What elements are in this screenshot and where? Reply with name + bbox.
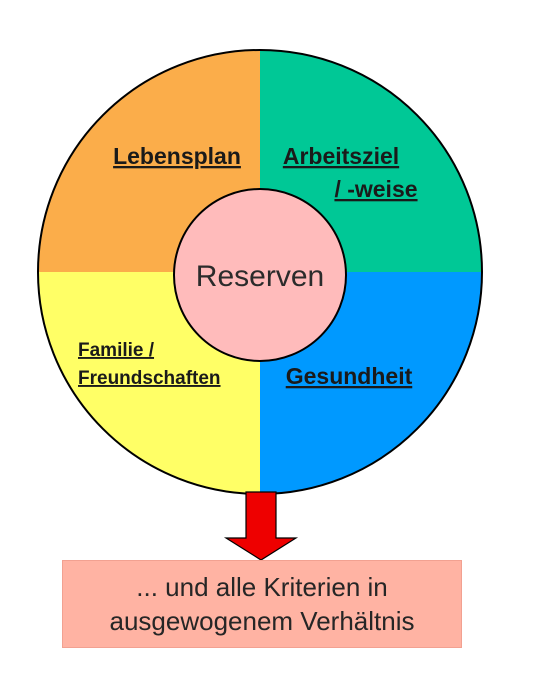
result-line-2: ausgewogenem Verhältnis <box>109 606 415 636</box>
center-circle <box>173 188 347 362</box>
center-label: Reserven <box>196 260 324 293</box>
result-box: ... und alle Kriterien in ausgewogenem V… <box>62 560 462 648</box>
label-familie-line2: Freundschaften <box>78 368 221 389</box>
down-arrow-icon <box>223 491 299 561</box>
label-familie-line1: Familie / <box>78 340 155 361</box>
label-arbeitsziel-line1: Arbeitsziel <box>283 143 399 169</box>
label-arbeitsziel-line2: / -weise <box>334 176 417 202</box>
label-gesundheit: Gesundheit <box>286 363 413 389</box>
result-line-1: ... und alle Kriterien in <box>136 572 388 602</box>
label-lebensplan: Lebensplan <box>113 143 241 169</box>
